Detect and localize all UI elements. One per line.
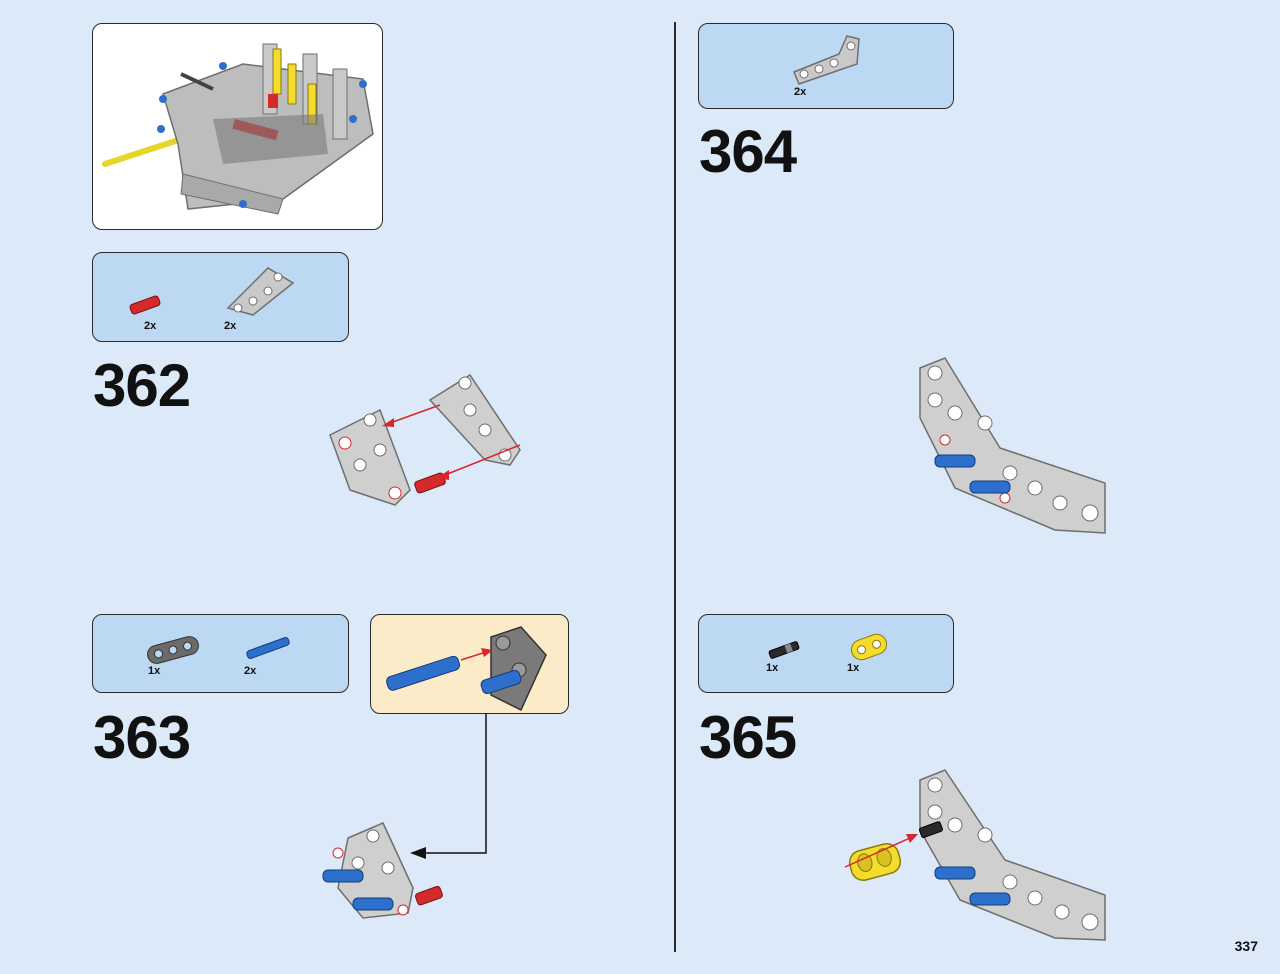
- page-divider: [674, 22, 676, 952]
- dark-gray-liftarm-icon: [147, 636, 199, 664]
- step-362-parts-box: 2x 2x: [92, 252, 349, 342]
- bent-liftarm-icon: [793, 35, 860, 85]
- step-363-parts-box: 1x 2x: [92, 614, 349, 693]
- step-365-parts-box: 1x 1x: [698, 614, 954, 693]
- step-362-illustration: [329, 373, 521, 506]
- step-365-part-1-qty: 1x: [766, 662, 779, 674]
- black-axle-pin-icon: [768, 641, 800, 659]
- step-362-part-1-qty: 2x: [144, 320, 157, 332]
- triangle-liftarm-icon: [226, 267, 295, 316]
- step-364-number: 364: [699, 118, 797, 185]
- step-365-illustration: [844, 769, 1106, 941]
- step-364-illustration: [919, 357, 1106, 534]
- step-364-part-1-qty: 2x: [794, 86, 807, 98]
- pins-into-liftarm-illustration: [386, 626, 547, 712]
- yellow-liftarm-icon: [850, 633, 888, 661]
- blue-pin-icon: [246, 637, 290, 659]
- step-363-part-1-qty: 1x: [148, 665, 161, 677]
- callout-connector: [410, 713, 487, 859]
- step-363-subassembly-box: [370, 614, 569, 714]
- red-axle-pin-icon: [129, 295, 161, 315]
- step-363-number: 363: [93, 704, 191, 771]
- step-365-number: 365: [699, 704, 797, 771]
- overview-image-box: [92, 23, 383, 230]
- chassis-assembly-illustration: [102, 43, 374, 215]
- step-362-part-2-qty: 2x: [224, 320, 237, 332]
- step-363-illustration: [322, 822, 443, 919]
- step-365-part-2-qty: 1x: [847, 662, 860, 674]
- step-363-part-2-qty: 2x: [244, 665, 257, 677]
- page-number: 337: [1234, 938, 1258, 954]
- step-364-parts-box: 2x: [698, 23, 954, 109]
- step-362-number: 362: [93, 352, 191, 419]
